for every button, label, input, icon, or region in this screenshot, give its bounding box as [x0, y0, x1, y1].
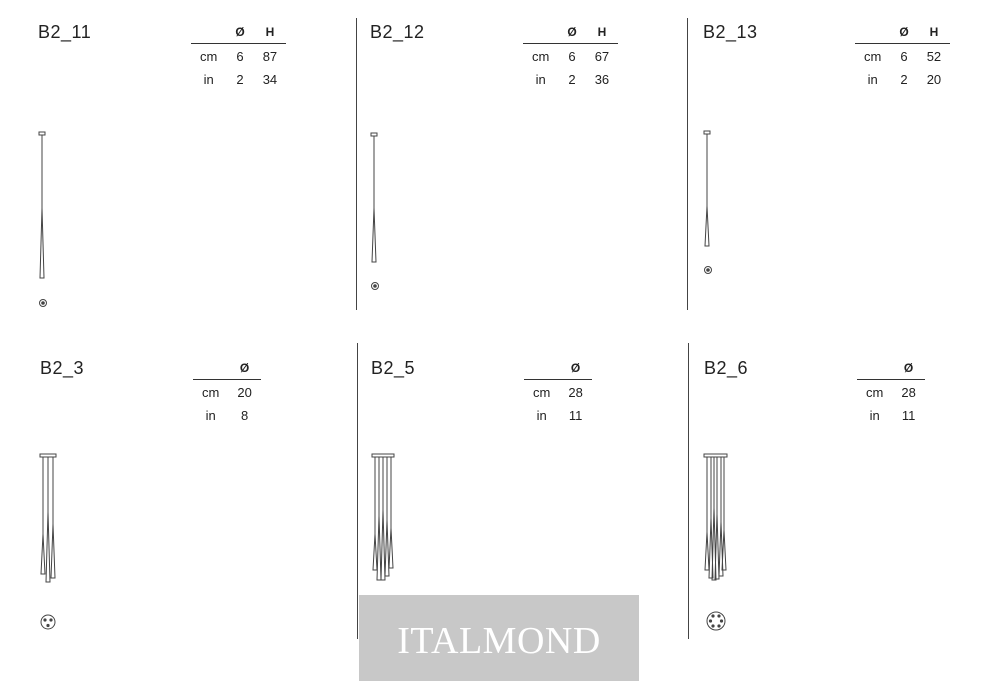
- height-cell: 20: [926, 72, 942, 87]
- dimension-table: Ø cm 20 in 8: [193, 360, 261, 426]
- height-cell: 67: [594, 49, 610, 64]
- model-name: B2_12: [370, 22, 425, 42]
- unit-header: [855, 24, 891, 44]
- unit-cell: cm: [202, 385, 220, 400]
- diameter-cell: 11: [901, 408, 916, 423]
- table-row: cm 28: [857, 380, 925, 404]
- height-header: H: [917, 24, 951, 44]
- table-row: in 11: [857, 403, 925, 426]
- height-cell: 34: [262, 72, 278, 87]
- unit-cell: in: [205, 408, 216, 423]
- diameter-cell: 2: [568, 72, 576, 87]
- model-name: B2_6: [704, 358, 749, 378]
- column-divider: [688, 343, 689, 639]
- diameter-header: Ø: [559, 360, 592, 380]
- product-panel-b2-13: B2_13 Ø H cm 6 52 in 2 20: [703, 22, 999, 352]
- diameter-header: Ø: [558, 24, 586, 44]
- watermark-banner: ITALMOND: [359, 595, 639, 681]
- diameter-cell: 6: [236, 49, 244, 64]
- model-name: B2_13: [703, 22, 758, 42]
- multi-pendant-drawing-icon: [703, 453, 728, 631]
- unit-cell: cm: [533, 385, 551, 400]
- unit-cell: in: [867, 72, 878, 87]
- column-divider: [356, 18, 357, 310]
- table-row: in 2 20: [855, 67, 950, 90]
- diameter-cell: 28: [901, 385, 916, 400]
- diameter-cell: 28: [568, 385, 583, 400]
- diameter-cell: 6: [568, 49, 576, 64]
- single-pendant-drawing-icon: [703, 130, 712, 274]
- dimension-table: Ø H cm 6 52 in 2 20: [855, 24, 951, 90]
- watermark-text: ITALMOND: [397, 620, 601, 662]
- canopy-top-view-icon: [371, 282, 379, 290]
- diameter-header: Ø: [226, 24, 254, 44]
- single-pendant-drawing-icon: [38, 131, 47, 307]
- diameter-header: Ø: [892, 360, 925, 380]
- diameter-header: Ø: [890, 24, 918, 44]
- height-cell: 36: [594, 72, 610, 87]
- product-panel-b2-6: B2_6 Ø cm 28 in 11: [703, 358, 999, 688]
- unit-cell: cm: [200, 49, 218, 64]
- model-name: B2_3: [40, 358, 85, 378]
- product-panel-b2-12: B2_12 Ø H cm 6 67 in 2 36: [370, 22, 700, 352]
- canopy-top-view-icon: [40, 614, 56, 630]
- unit-cell: cm: [532, 49, 550, 64]
- table-row: cm 6 52: [855, 44, 950, 68]
- height-header: H: [253, 24, 287, 44]
- height-cell: 87: [262, 49, 278, 64]
- product-panel-b2-11: B2_11 Ø H cm 6 87 in 2 34: [38, 22, 368, 352]
- diameter-cell: 6: [900, 49, 908, 64]
- column-divider: [687, 18, 688, 310]
- unit-header: [191, 24, 227, 44]
- unit-cell: in: [203, 72, 214, 87]
- canopy-top-view-icon: [706, 611, 726, 631]
- unit-cell: in: [535, 72, 546, 87]
- table-row: in 2 36: [523, 67, 618, 90]
- table-row: cm 6 67: [523, 44, 618, 68]
- model-name: B2_5: [371, 358, 416, 378]
- dimension-table: Ø cm 28 in 11: [857, 360, 925, 426]
- unit-header: [524, 360, 560, 380]
- table-row: cm 28: [524, 380, 592, 404]
- unit-cell: cm: [866, 385, 884, 400]
- multi-pendant-drawing-icon: [39, 453, 57, 630]
- diameter-cell: 2: [236, 72, 244, 87]
- product-panel-b2-3: B2_3 Ø cm 20 in 8: [39, 358, 370, 688]
- unit-header: [193, 360, 229, 380]
- canopy-top-view-icon: [704, 266, 712, 274]
- unit-cell: in: [869, 408, 880, 423]
- canopy-top-view-icon: [39, 299, 47, 307]
- table-row: cm 6 87: [191, 44, 286, 68]
- table-row: cm 20: [193, 380, 261, 404]
- diameter-header: Ø: [228, 360, 261, 380]
- diameter-cell: 11: [568, 408, 583, 423]
- unit-header: [857, 360, 893, 380]
- diameter-cell: 20: [237, 385, 252, 400]
- height-cell: 52: [926, 49, 942, 64]
- unit-header: [523, 24, 559, 44]
- table-row: in 11: [524, 403, 592, 426]
- unit-cell: in: [536, 408, 547, 423]
- table-row: in 2 34: [191, 67, 286, 90]
- single-pendant-drawing-icon: [370, 132, 379, 290]
- column-divider: [357, 343, 358, 639]
- dimension-table: Ø H cm 6 87 in 2 34: [191, 24, 287, 90]
- dimension-table: Ø H cm 6 67 in 2 36: [523, 24, 619, 90]
- dimension-table: Ø cm 28 in 11: [524, 360, 592, 426]
- product-panel-b2-5: B2_5 Ø cm 28 in 11: [371, 358, 701, 688]
- model-name: B2_11: [38, 22, 92, 42]
- table-row: in 8: [193, 403, 261, 426]
- diameter-cell: 2: [900, 72, 908, 87]
- height-header: H: [585, 24, 619, 44]
- unit-cell: cm: [864, 49, 882, 64]
- diameter-cell: 8: [240, 408, 249, 423]
